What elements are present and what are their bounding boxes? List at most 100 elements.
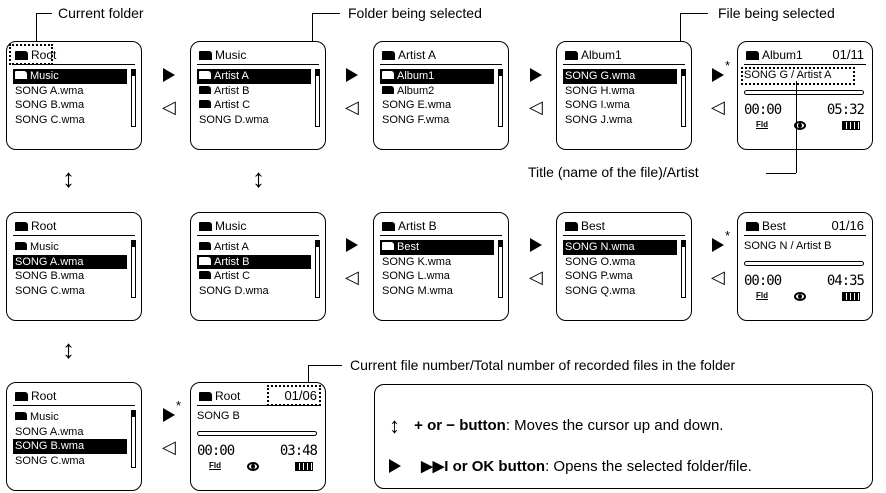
screen-header: Artist A (382, 47, 502, 63)
play-count: 01/06 (284, 388, 317, 403)
list-item[interactable]: Artist B (197, 84, 311, 99)
list-item[interactable]: SONG F.wma (382, 113, 450, 126)
play-title: SONG G / Artist A (744, 69, 832, 81)
file-number-leader-h (308, 365, 342, 366)
folder-name: Root (31, 219, 57, 233)
scrollbar[interactable] (498, 69, 503, 127)
folder-name: Music (215, 48, 247, 62)
list-item[interactable]: SONG E.wma (382, 99, 452, 111)
battery-icon (295, 462, 313, 471)
list-item[interactable]: SONG M.wma (382, 284, 453, 297)
speaker-icon (794, 121, 806, 130)
list-item[interactable]: SONG H.wma (565, 84, 635, 97)
list-item[interactable]: Artist A (197, 69, 311, 84)
back-arrow-icon: ◁ (345, 97, 359, 117)
scrollbar[interactable] (315, 240, 320, 298)
legend-row-forward: ▶▶I or OK button: Opens the selected fol… (389, 457, 752, 475)
list-item[interactable]: Album2 (380, 84, 494, 99)
scrollbar[interactable] (131, 240, 136, 298)
play-count: 01/11 (832, 47, 864, 62)
fld-label: Fld (756, 120, 768, 129)
list-item[interactable]: Artist C (197, 269, 311, 284)
list-item[interactable]: SONG B.wma (13, 439, 127, 454)
play-title: SONG B (197, 410, 240, 422)
list-item[interactable]: SONG C.wma (15, 454, 85, 467)
play-count: 01/16 (831, 218, 864, 233)
title-leader-h (766, 173, 796, 174)
list-item[interactable]: Artist A (197, 240, 311, 255)
legend-updown-bold: + or − button (414, 417, 506, 434)
list-item[interactable]: SONG P.wma (565, 270, 633, 282)
list-item[interactable]: SONG A.wma (15, 84, 84, 97)
list-item[interactable]: Artist B (197, 254, 311, 269)
folder-selected-leader (312, 13, 340, 14)
title-dotted-box (741, 67, 855, 85)
folder-selected-label: Folder being selected (348, 5, 482, 21)
list-item[interactable]: SONG B.wma (15, 270, 85, 282)
list-item[interactable]: SONG D.wma (199, 113, 269, 126)
list-item[interactable]: SONG G.wma (563, 69, 677, 84)
forward-arrow-icon (163, 68, 175, 82)
speaker-icon (794, 292, 806, 301)
file-number-leader-v (308, 365, 309, 383)
updown-arrow-icon: ↕ (389, 413, 400, 438)
scrollbar[interactable] (498, 240, 503, 298)
scrollbar[interactable] (131, 69, 136, 127)
back-arrow-icon: ◁ (345, 267, 359, 287)
asterisk-note: * (725, 58, 731, 73)
list-item[interactable]: SONG J.wma (565, 113, 633, 126)
screen-header: Root (15, 47, 135, 63)
list-item[interactable]: SONG I.wma (565, 99, 630, 111)
folder-name: Best (581, 219, 606, 233)
folder-icon (382, 242, 394, 250)
folder-icon (382, 51, 395, 60)
list-item[interactable]: Music (13, 240, 127, 255)
current-folder-label: Current folder (58, 5, 144, 21)
list-item[interactable]: SONG B.wma (15, 99, 85, 111)
list-item[interactable]: Music (13, 69, 127, 84)
back-arrow-icon: ◁ (711, 97, 725, 117)
folder-name: Root (31, 48, 57, 62)
scrollbar[interactable] (681, 69, 686, 127)
list-item[interactable]: SONG C.wma (15, 284, 85, 297)
forward-arrow-icon (389, 459, 401, 473)
list-item[interactable]: SONG Q.wma (565, 284, 636, 297)
elapsed-time: 00:00 (744, 273, 782, 289)
forward-arrow-icon (163, 408, 175, 422)
play-folder: Best (762, 219, 787, 233)
list-item[interactable]: SONG C.wma (15, 113, 85, 126)
scrollbar[interactable] (681, 240, 686, 298)
list-item[interactable]: SONG D.wma (199, 284, 269, 297)
scrollbar[interactable] (131, 410, 136, 468)
list-item[interactable]: Best (380, 240, 494, 255)
list-item[interactable]: SONG L.wma (382, 270, 450, 282)
list-item[interactable]: Music (13, 410, 127, 425)
list-item[interactable]: Album1 (380, 69, 494, 84)
folder-icon (382, 85, 394, 94)
list-item[interactable]: SONG A.wma (15, 425, 84, 438)
list-item[interactable]: SONG N.wma (563, 240, 677, 255)
current-folder-leader (36, 13, 52, 14)
count-dotted-box (267, 385, 321, 406)
list-item[interactable]: SONG K.wma (382, 255, 452, 268)
folder-name: Artist B (398, 219, 437, 233)
folder-icon (382, 222, 395, 231)
file-number-label: Current file number/Total number of reco… (350, 357, 736, 373)
list-item[interactable]: SONG O.wma (565, 255, 636, 268)
list-item[interactable]: Artist C (197, 98, 311, 113)
folder-name: Album1 (581, 48, 622, 62)
scrollbar[interactable] (315, 69, 320, 127)
forward-arrow-icon (530, 68, 542, 82)
list-item[interactable]: SONG A.wma (13, 254, 127, 269)
legend-box: ↕ + or − button: Moves the cursor up and… (374, 384, 873, 489)
